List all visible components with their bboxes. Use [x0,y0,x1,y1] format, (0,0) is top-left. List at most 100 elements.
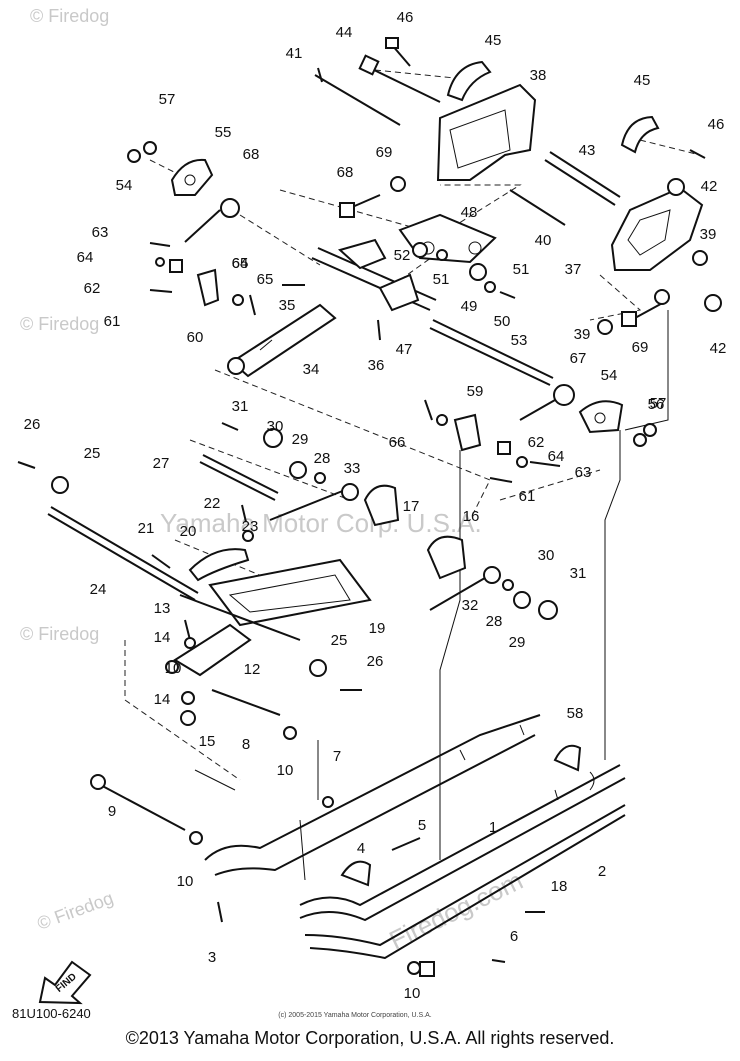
callout-25: 25 [84,445,101,462]
callout-37: 37 [565,261,582,278]
callout-58: 58 [567,705,584,722]
callout-10: 10 [404,985,421,1002]
callout-14: 14 [154,691,171,708]
callout-45: 45 [634,72,651,89]
watermark-left-mid: © Firedog [20,624,99,644]
callout-26: 26 [367,653,384,670]
callout-55: 55 [215,124,232,141]
callout-59: 59 [467,383,484,400]
callout-labels: 1234567891010101012131414151617181920212… [24,9,727,1002]
callout-50: 50 [494,313,511,330]
callout-69: 69 [632,339,649,356]
callout-42: 42 [710,340,727,357]
callout-23: 23 [242,518,259,535]
callout-65: 65 [257,271,274,288]
callout-49: 49 [461,298,478,315]
callout-3: 3 [208,949,216,966]
callout-9: 9 [108,803,116,820]
parts [17,37,722,977]
callout-39: 39 [700,226,717,243]
callout-33: 33 [344,460,361,477]
callout-68: 68 [337,164,354,181]
callout-45: 45 [485,32,502,49]
callout-64: 64 [232,255,249,272]
callout-57: 57 [159,91,176,108]
callout-51: 51 [513,261,530,278]
leader-lines [124,69,701,881]
callout-63: 63 [575,464,592,481]
watermark-site-lower: Firedog.com [384,865,527,955]
callout-31: 31 [232,398,249,415]
callout-48: 48 [461,204,478,221]
small-copyright: (c) 2005-2015 Yamaha Motor Corporation, … [278,1012,431,1019]
callout-51: 51 [433,271,450,288]
callout-10: 10 [177,873,194,890]
callout-22: 22 [204,495,221,512]
callout-8: 8 [242,736,250,753]
callout-32: 32 [462,597,479,614]
callout-12: 12 [244,661,261,678]
callout-46: 46 [708,116,725,133]
callout-64: 64 [548,448,565,465]
callout-47: 47 [396,341,413,358]
callout-61: 61 [104,313,121,330]
callout-64: 64 [77,249,94,266]
callout-16: 16 [463,508,480,525]
callout-5: 5 [418,817,426,834]
callout-57: 57 [650,395,667,412]
part-code: 81U100-6240 [12,1006,91,1021]
callout-67: 67 [570,350,587,367]
callout-54: 54 [601,367,618,384]
callout-29: 29 [292,431,309,448]
callout-40: 40 [535,232,552,249]
callout-54: 54 [116,177,133,194]
callout-65: 65 [232,255,249,272]
callout-61: 61 [519,488,536,505]
callout-27: 27 [153,455,170,472]
callout-69: 69 [376,144,393,161]
callout-41: 41 [286,45,303,62]
callout-44: 44 [336,24,353,41]
callout-53: 53 [511,332,528,349]
callout-15: 15 [199,733,216,750]
callout-34: 34 [303,361,320,378]
callout-31: 31 [570,565,587,582]
callout-25: 25 [331,632,348,649]
callout-52: 52 [394,247,411,264]
callout-24: 24 [90,581,107,598]
callout-10: 10 [277,762,294,779]
callout-38: 38 [530,67,547,84]
callout-28: 28 [486,613,503,630]
callout-4: 4 [357,840,365,857]
find-arrow-icon: FIND [38,960,92,1005]
callout-39: 39 [574,326,591,343]
callout-36: 36 [368,357,385,374]
callout-1: 1 [489,819,497,836]
footer-copyright: ©2013 Yamaha Motor Corporation, U.S.A. A… [125,1028,615,1048]
watermark-top: © Firedog [30,6,109,26]
callout-42: 42 [701,178,718,195]
callout-62: 62 [528,434,545,451]
callout-29: 29 [509,634,526,651]
callout-2: 2 [598,863,606,880]
callout-35: 35 [279,297,296,314]
callout-17: 17 [403,498,420,515]
callout-28: 28 [314,450,331,467]
callout-66: 66 [389,434,406,451]
callout-18: 18 [551,878,568,895]
callout-43: 43 [579,142,596,159]
callout-26: 26 [24,416,41,433]
callout-68: 68 [243,146,260,163]
callout-46: 46 [397,9,414,26]
callout-30: 30 [267,418,284,435]
callout-21: 21 [138,520,155,537]
callout-7: 7 [333,748,341,765]
callout-20: 20 [180,523,197,540]
watermark-left-upper: © Firedog [20,314,99,334]
callout-30: 30 [538,547,555,564]
callout-13: 13 [154,600,171,617]
callout-6: 6 [510,928,518,945]
watermark-left-low: © Firedog [35,888,116,934]
callout-14: 14 [154,629,171,646]
